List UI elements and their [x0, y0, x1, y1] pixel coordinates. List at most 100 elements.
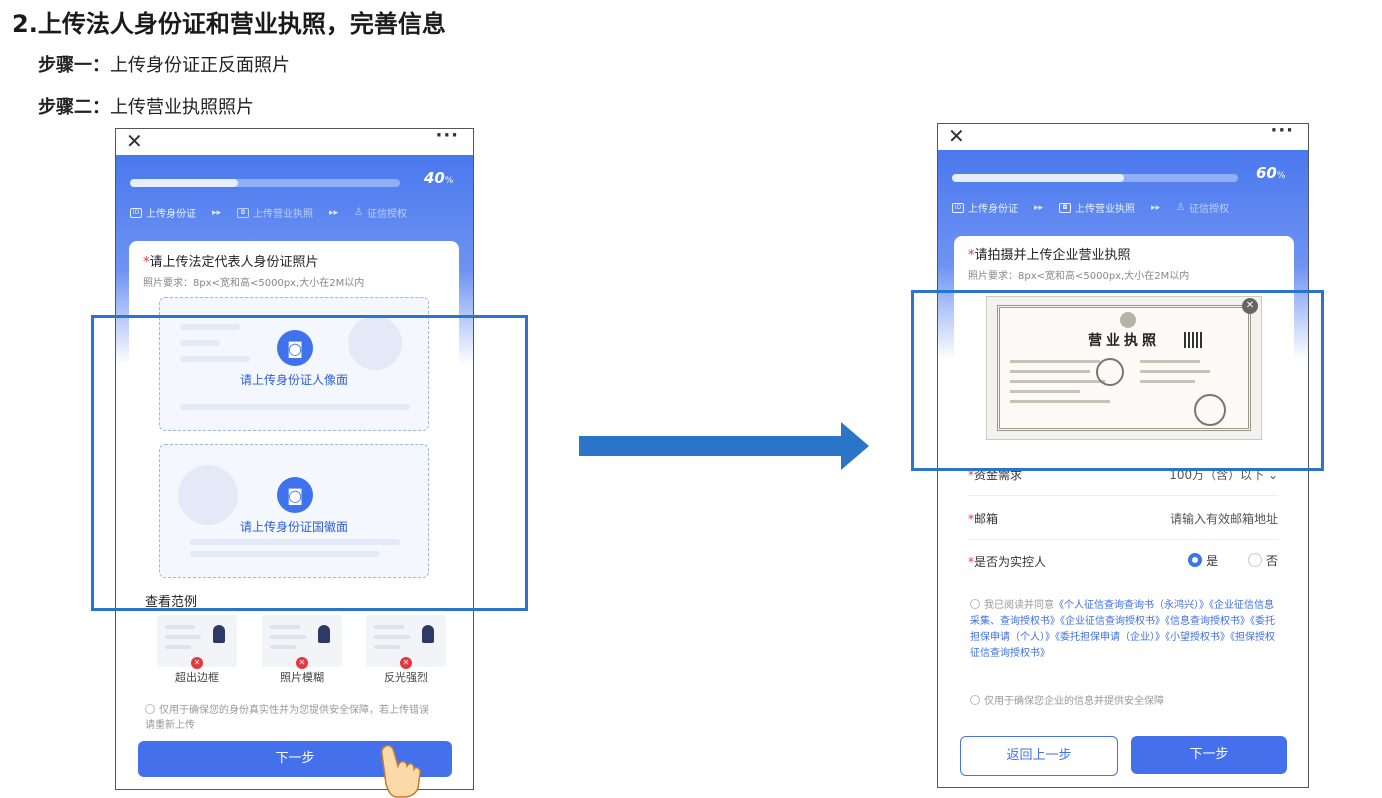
example-label: 超出边框 — [175, 671, 219, 684]
agreement-links[interactable]: 《个人征信查询查询书（永鸿兴）》《企业征信信息采集、查询授权书》《企业征信查询授… — [970, 600, 1275, 659]
portrait-placeholder-icon — [348, 316, 402, 370]
id-card-icon: ID — [130, 207, 142, 218]
progress-percent: 40% — [424, 169, 454, 187]
camera-icon[interactable]: ◙ — [277, 330, 313, 366]
qr-code-icon — [1184, 332, 1202, 348]
funding-need-row[interactable]: *资金需求 100万（含）以下 ⌄ — [968, 454, 1278, 496]
placeholder-line — [180, 404, 410, 410]
placeholder-line — [190, 539, 400, 545]
person-icon — [318, 625, 330, 643]
upload-id-front[interactable]: ◙ 请上传身份证人像面 — [159, 297, 429, 431]
upload-back-label: 请上传身份证国徽面 — [239, 520, 348, 534]
email-input[interactable]: 请输入有效邮箱地址 — [1169, 512, 1278, 526]
card-title: *请拍摄并上传企业营业执照 — [968, 248, 1131, 263]
placeholder-line — [190, 551, 380, 557]
email-row: *邮箱 请输入有效邮箱地址 — [968, 498, 1278, 540]
mini-program-topbar: ✕ ··· — [116, 129, 473, 155]
business-license-photo[interactable]: 营业执照 — [986, 296, 1262, 440]
chevron-right-icon: ▸▸ — [212, 207, 222, 218]
user-icon: ♙ — [1176, 202, 1186, 213]
example-label: 反光强烈 — [384, 671, 428, 684]
progress-bar — [952, 174, 1238, 182]
step-one-label: 步骤一： — [38, 55, 110, 76]
placeholder-line — [180, 356, 250, 362]
security-notice: 仅用于确保您企业的信息并提供安全保障 — [970, 694, 1280, 710]
pointing-hand-icon — [381, 744, 421, 798]
doc-title: 2.上传法人身份证和营业执照，完善信息 — [12, 10, 446, 38]
id-card-icon: ID — [952, 202, 964, 213]
example-out-of-frame: ✕ — [157, 615, 237, 669]
chevron-down-icon: ⌄ — [1267, 468, 1278, 482]
step-one-text: 上传身份证正反面照片 — [110, 55, 290, 76]
person-icon — [213, 625, 225, 643]
example-label: 照片模糊 — [280, 671, 324, 684]
license-title: 营业执照 — [1088, 333, 1160, 349]
chevron-right-icon: ▸▸ — [329, 207, 339, 218]
photo-requirements: 照片要求：8px<宽和高<5000px,大小在2M以内 — [143, 278, 365, 289]
progress-bar-fill — [130, 179, 238, 187]
more-icon[interactable]: ··· — [1270, 123, 1294, 141]
radio-checked-icon — [1188, 553, 1203, 568]
close-icon[interactable]: ✕ — [948, 124, 965, 148]
actual-controller-label: *是否为实控人 — [968, 554, 1047, 569]
license-icon: ◘ — [1059, 202, 1072, 213]
card-title: *请上传法定代表人身份证照片 — [143, 255, 319, 270]
mini-program-topbar: ✕ ··· — [938, 124, 1308, 150]
radio-no[interactable]: 否 — [1247, 552, 1278, 569]
person-icon — [422, 625, 434, 643]
license-border: 营业执照 — [997, 305, 1251, 431]
step-two: 步骤二：上传营业执照照片 — [38, 93, 254, 119]
email-label: *邮箱 — [968, 512, 999, 526]
example-blurry: ✕ — [262, 615, 342, 669]
tab-credit-auth: ♙征信授权 — [354, 207, 408, 220]
upload-front-label: 请上传身份证人像面 — [239, 373, 348, 387]
arrow-right-icon — [579, 422, 869, 470]
placeholder-line — [180, 324, 240, 330]
examples-title: 查看范例 — [145, 595, 198, 610]
agreement-text[interactable]: 我已阅读并同意《个人征信查询查询书（永鸿兴）》《企业征信信息采集、查询授权书》《… — [970, 599, 1275, 659]
photo-requirements: 照片要求：8px<宽和高<5000px,大小在2M以内 — [968, 271, 1190, 282]
highlight-frame-id-upload — [91, 315, 528, 611]
progress-bar — [130, 179, 400, 187]
check-circle-icon[interactable] — [970, 599, 980, 609]
actual-controller-row: *是否为实控人 是 否 — [968, 540, 1278, 582]
progress-bar-fill — [952, 174, 1124, 182]
user-icon: ♙ — [354, 207, 364, 218]
more-icon[interactable]: ··· — [435, 128, 459, 146]
radio-yes[interactable]: 是 — [1188, 552, 1218, 569]
close-icon[interactable]: ✕ — [126, 129, 143, 153]
highlight-frame-license — [911, 290, 1324, 471]
shield-icon — [145, 704, 155, 714]
step-one: 步骤一：上传身份证正反面照片 — [38, 51, 290, 77]
id-upload-card: *请上传法定代表人身份证照片 照片要求：8px<宽和高<5000px,大小在2M… — [129, 241, 459, 781]
remove-photo-icon[interactable]: ✕ — [1242, 298, 1258, 314]
funding-need-select[interactable]: 100万（含）以下 ⌄ — [1169, 468, 1278, 482]
radio-unchecked-icon — [1247, 553, 1262, 568]
chevron-right-icon: ▸▸ — [1151, 202, 1161, 213]
step-two-label: 步骤二： — [38, 97, 110, 118]
camera-icon[interactable]: ◙ — [277, 477, 313, 513]
step-two-text: 上传营业执照照片 — [110, 97, 254, 118]
chevron-right-icon: ▸▸ — [1034, 202, 1044, 213]
license-icon: ◘ — [237, 207, 250, 218]
error-icon: ✕ — [191, 657, 203, 669]
placeholder-line — [180, 340, 220, 346]
shield-icon — [970, 695, 980, 705]
progress-percent: 60% — [1256, 164, 1286, 182]
back-button[interactable]: 返回上一步 — [960, 736, 1118, 776]
emblem-placeholder-icon — [178, 465, 238, 525]
next-button[interactable]: 下一步 — [1131, 736, 1287, 774]
error-icon: ✕ — [296, 657, 308, 669]
upload-id-back[interactable]: ◙ 请上传身份证国徽面 — [159, 444, 429, 578]
stamp-icon — [1194, 394, 1226, 426]
security-notice: 仅用于确保您的身份真实性并为您提供安全保障，若上传错误请重新上传 — [145, 704, 429, 731]
example-glare: ✕ — [366, 615, 446, 669]
tab-upload-license: ◘上传营业执照 — [237, 205, 313, 220]
tab-credit-auth: ♙征信授权 — [1176, 202, 1230, 215]
